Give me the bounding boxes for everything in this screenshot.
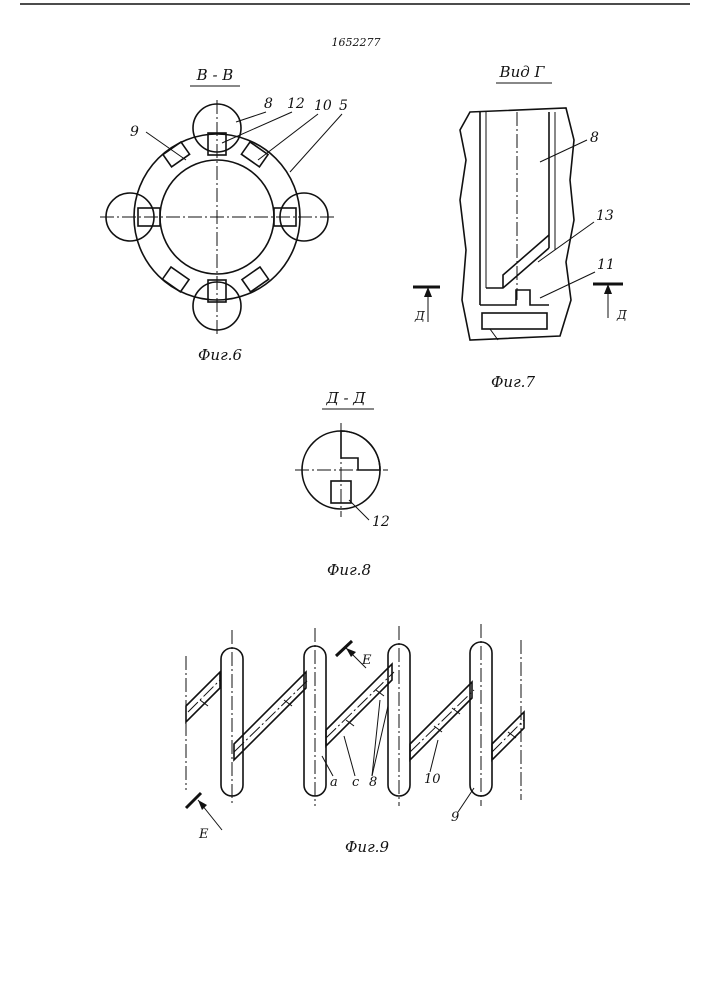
fig6-caption: Фиг.6 [198, 346, 242, 364]
svg-text:Е: Е [198, 827, 209, 842]
fig8-callout-12: 12 [372, 514, 390, 530]
svg-text:Е: Е [361, 653, 372, 668]
fig7-leader-8 [540, 140, 587, 162]
fig7-callout-8: 8 [590, 130, 599, 146]
fig6-callout-10: 10 [314, 98, 332, 114]
fig6-leader-lines [146, 112, 342, 172]
fig6-callout-8: 8 [264, 96, 273, 112]
fig7-base-plate [482, 313, 547, 329]
patent-number: 1652277 [332, 36, 381, 49]
fig7-view-label: Вид Г [499, 63, 546, 81]
fig7-key-13-edge [503, 235, 549, 288]
fig6-callout-12: 12 [287, 96, 305, 112]
fig7-section-mark-left: Д [413, 287, 440, 323]
fig7-caption: Фиг.7 [491, 373, 535, 391]
fig8-section-label: Д - Д [326, 389, 367, 407]
fig8-section-view: Д - Д 12 Фиг.8 [295, 389, 390, 579]
fig6-callout-5: 5 [339, 98, 348, 114]
fig7-section-mark-right: Д [593, 284, 627, 322]
fig7-view: Вид Г 8 13 11 Д [413, 63, 627, 391]
fig7-callout-11: 11 [597, 257, 615, 273]
fig9-helix-view: Е Е a c 8 10 9 Фиг.9 [186, 624, 524, 856]
fig9-section-mark-bottom: Е [186, 793, 222, 842]
fig7-element-11 [480, 290, 549, 305]
fig9-callout-8: 8 [369, 775, 377, 790]
fig9-callout-a: a [330, 775, 338, 790]
fig6-section-view: В - В 8 12 10 5 9 [100, 66, 348, 364]
fig7-callout-13: 13 [596, 208, 614, 224]
fig6-callout-9: 9 [130, 124, 139, 140]
fig7-leader-13 [538, 222, 594, 262]
svg-text:Д: Д [616, 308, 627, 322]
fig8-leader-12 [349, 500, 369, 520]
fig8-caption: Фиг.8 [327, 561, 371, 579]
fig9-diagonal-bars [186, 664, 524, 760]
fig9-callout-9: 9 [451, 810, 459, 825]
svg-text:Д: Д [414, 309, 425, 323]
fig9-caption: Фиг.9 [345, 838, 389, 856]
fig8-upper-cut [341, 431, 380, 470]
fig6-section-label: В - В [196, 66, 234, 84]
fig9-callout-10: 10 [424, 772, 441, 787]
fig9-section-mark-top: Е [336, 641, 372, 668]
fig9-callout-c: c [352, 775, 360, 790]
